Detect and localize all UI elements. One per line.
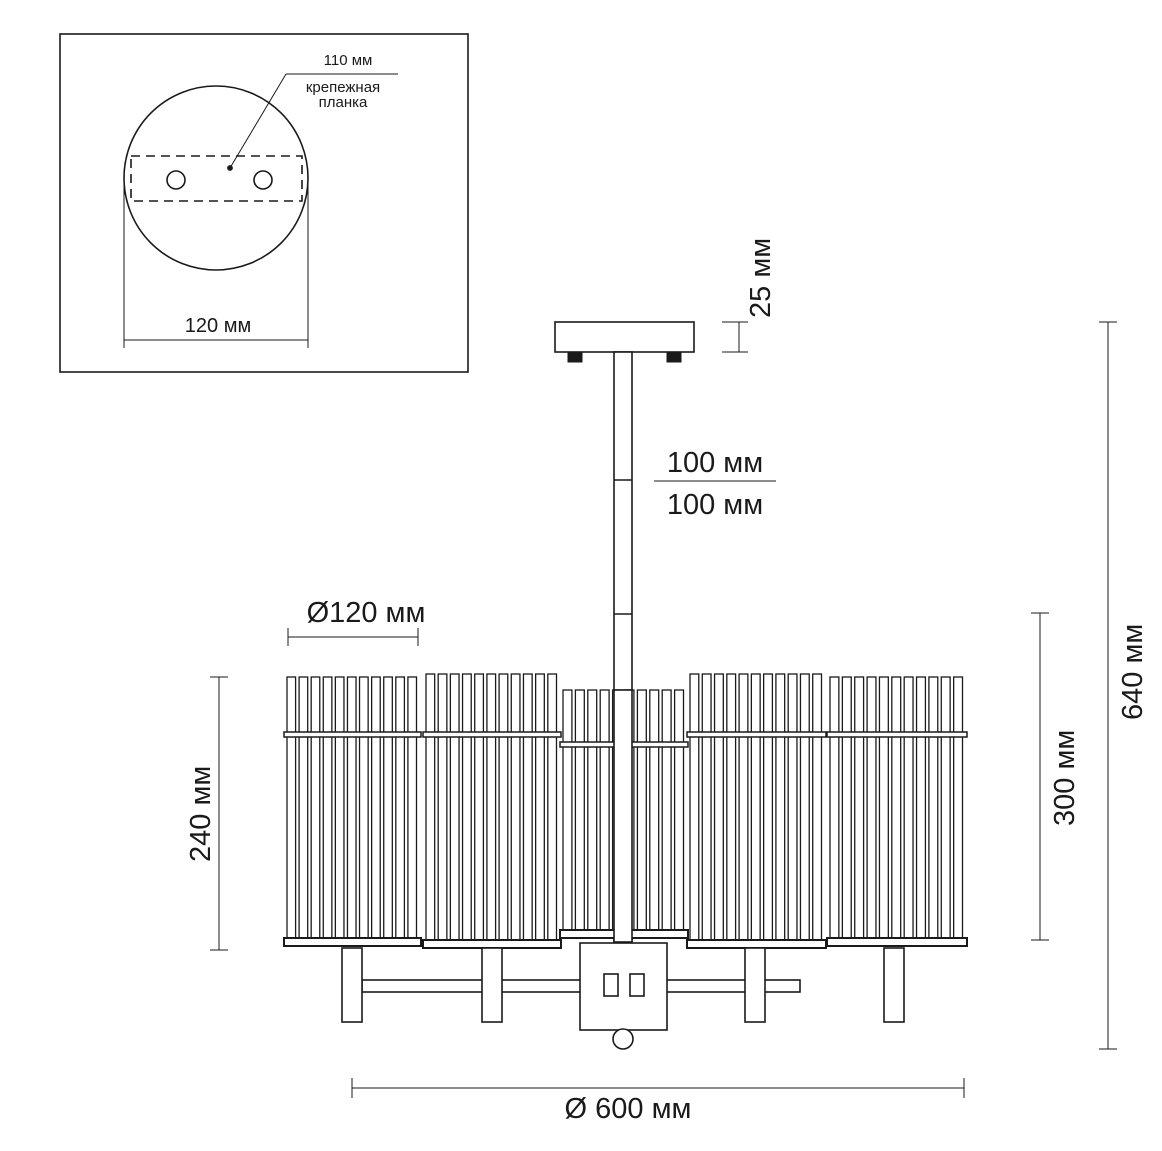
arm-post-2 [481, 947, 503, 1023]
shade-right-inner-base-ring [686, 939, 827, 949]
lower-frame [341, 942, 905, 1050]
shade-right-outer-top-ring [826, 731, 968, 738]
shade-left-inner-rod [510, 673, 521, 941]
shade-right-outer-rod [940, 676, 951, 939]
shade-center-rod [562, 689, 573, 931]
shade-left-outer-top-ring [283, 731, 422, 738]
arm-post-4 [883, 947, 905, 1023]
canopy-circle [123, 85, 309, 271]
mount-plate-label: 110 мм [324, 52, 373, 69]
shade-right-outer-rod [878, 676, 889, 939]
hub-socket-left [603, 973, 619, 997]
shade-center-rod [599, 689, 610, 931]
shade-left-outer-rod [370, 676, 381, 939]
shade-left-inner-rod [498, 673, 509, 941]
glass-shades [283, 673, 968, 949]
central-hub [579, 942, 668, 1031]
shade-left-inner-rod [547, 673, 558, 941]
shade-left-outer-base-ring [283, 937, 422, 947]
shade-right-inner-rod [738, 673, 749, 941]
shade-left-inner-rod [425, 673, 436, 941]
shade-left-outer-rod [334, 676, 345, 939]
canopy-height-label: 25 мм [745, 238, 777, 318]
shade-left-outer-rod [286, 676, 297, 939]
shade-left-outer-rod [310, 676, 321, 939]
shade-right-outer-rod [928, 676, 939, 939]
shade-left-outer-rod [346, 676, 357, 939]
arm-post-1 [341, 947, 363, 1023]
body-height-label: 300 мм [1049, 730, 1081, 826]
shade-right-inner-rod [726, 673, 737, 941]
rod-segment-top-label: 100 мм [667, 447, 763, 479]
hub-socket-right [629, 973, 645, 997]
shade-left-inner-base-ring [422, 939, 562, 949]
shade-center-rod [636, 689, 647, 931]
shade-right-inner-rod [799, 673, 810, 941]
shade-right-inner-rod [689, 673, 700, 941]
shade-right-outer-rod [903, 676, 914, 939]
shade-center-rod [587, 689, 598, 931]
mounting-bracket [130, 155, 303, 202]
shade-left-outer-rod [298, 676, 309, 939]
shade-left-outer-rod [383, 676, 393, 939]
shade-right-outer-rod [915, 676, 927, 939]
shade-left-outer-rod [358, 676, 369, 939]
shade-height-label: 240 мм [185, 766, 217, 862]
bracket-label-1: крепежная [306, 79, 380, 96]
shade-left-inner-rod [461, 673, 472, 941]
shade-left-inner-rod [486, 673, 497, 941]
shade-left-inner-rod [534, 673, 545, 941]
shade-left-inner-rod [522, 673, 533, 941]
shade-left-inner-rod [437, 673, 448, 941]
shade-center-rod [574, 689, 585, 931]
shade-right-inner-rod [787, 673, 798, 941]
shade-right-inner-rod [762, 673, 774, 941]
inset-frame [59, 33, 469, 373]
shade-right-outer-rod [841, 676, 852, 939]
shade-right-outer-rod [952, 676, 964, 939]
shade-left-outer-rod [322, 676, 333, 939]
arm-post-3 [744, 947, 766, 1023]
shade-right-outer-base-ring [826, 937, 968, 947]
shade-right-inner-rod [701, 673, 712, 941]
shade-diameter-label: Ø120 мм [307, 597, 426, 629]
shade-left-outer-rod [407, 676, 418, 939]
shade-center-rod [661, 689, 672, 931]
screw-hole-right [253, 170, 273, 190]
dimension-lines: 25 мм 100 мм 100 мм Ø120 мм 240 мм 300 м… [185, 238, 1149, 1125]
shade-center-rod [649, 689, 660, 931]
overall-diameter-label: Ø 600 мм [565, 1093, 692, 1125]
shade-left-inner-top-ring [422, 731, 562, 738]
bracket-label-2: планка [319, 94, 368, 111]
shade-left-inner-rod [449, 673, 460, 941]
bracket-leader [229, 73, 287, 169]
rod-segment-bottom-label: 100 мм [667, 489, 763, 521]
ceiling-canopy [554, 321, 695, 353]
shade-left-inner-rod [474, 673, 485, 941]
shade-right-inner-rod [750, 673, 761, 941]
finial-ball [612, 1028, 634, 1050]
canopy-nut-right [666, 351, 682, 363]
shade-right-outer-rod [891, 676, 902, 939]
canopy-diameter-label: 120 мм [185, 315, 251, 337]
shade-right-inner-rod [713, 673, 724, 941]
canopy-nut-left [567, 351, 583, 363]
shade-right-inner-rod [775, 673, 786, 941]
shade-right-inner-top-ring [686, 731, 827, 738]
shade-right-outer-rod [829, 676, 840, 939]
shade-right-outer-rod [854, 676, 865, 939]
shade-center-rod [673, 689, 685, 931]
mounting-inset: 110 мм крепежная планка 120 мм [59, 33, 469, 373]
total-height-label: 640 мм [1117, 624, 1149, 720]
screw-hole-left [166, 170, 186, 190]
shade-right-outer-rod [866, 676, 877, 939]
suspension-rod-front [613, 689, 633, 943]
shade-left-outer-rod [395, 676, 406, 939]
shade-right-inner-rod [812, 673, 823, 941]
